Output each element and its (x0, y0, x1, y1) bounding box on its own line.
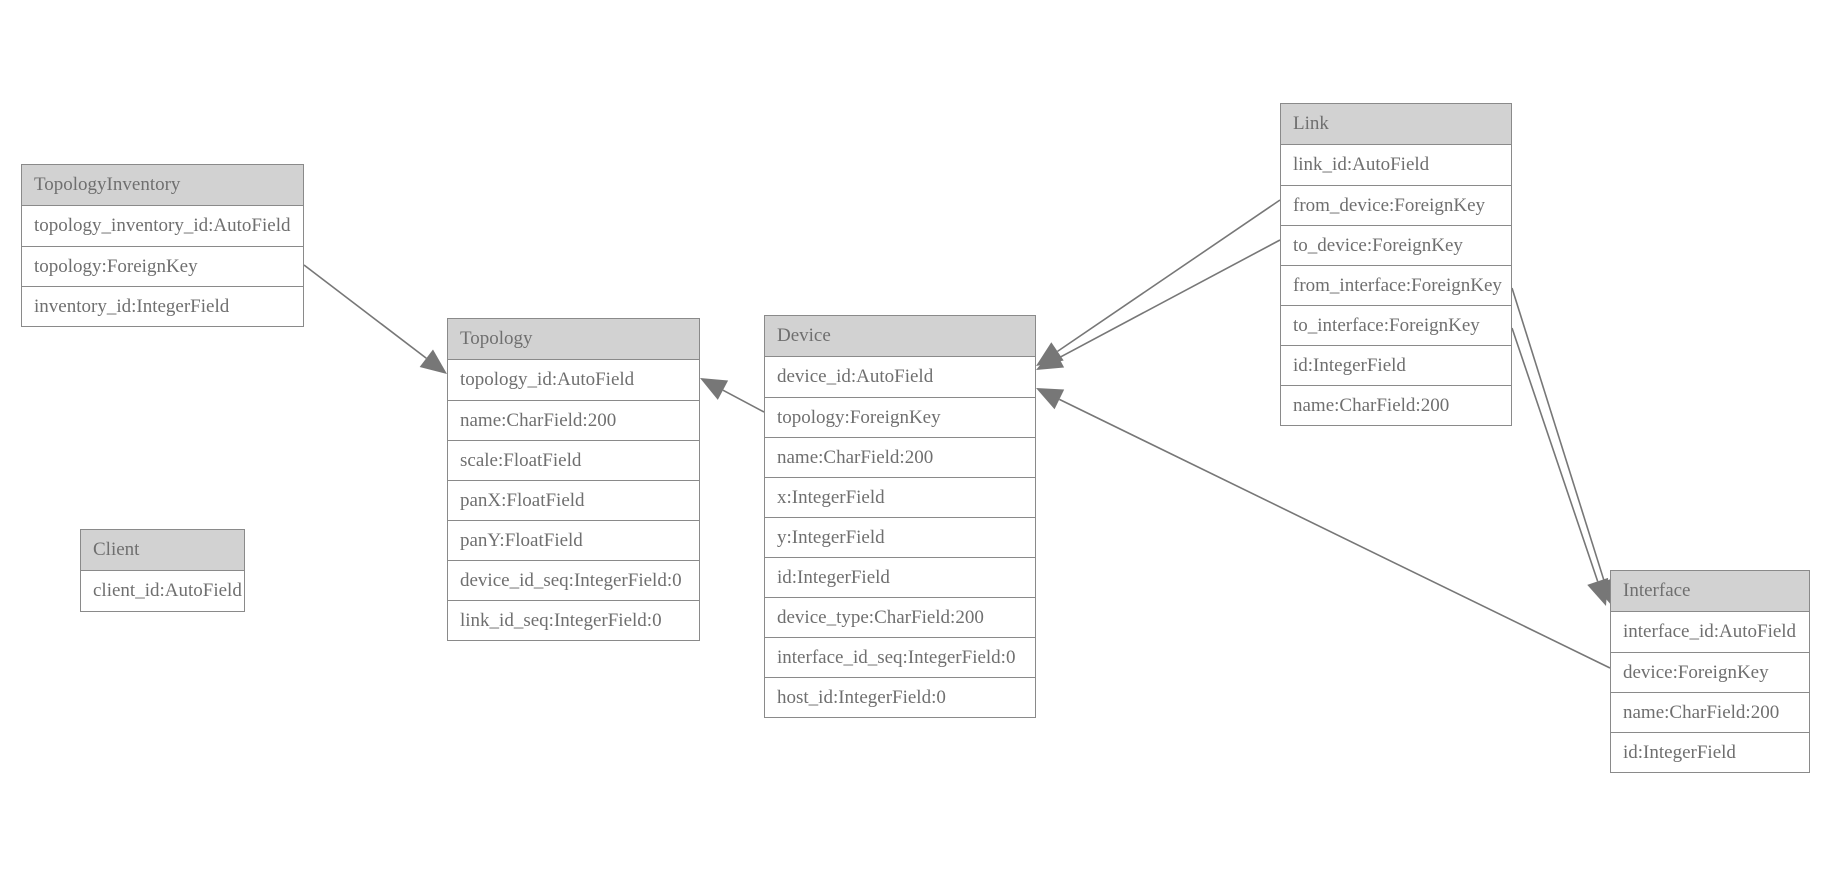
entity-field: device_id:AutoField (777, 366, 934, 387)
entity-field: host_id:IntegerField:0 (765, 677, 1035, 717)
entity-field: link_id_seq:IntegerField:0 (448, 600, 699, 640)
entity-field: device:ForeignKey (1611, 652, 1809, 692)
entity-field: name:CharField:200 (448, 400, 699, 440)
entity-field: topology_id:AutoField (460, 369, 635, 390)
entity-box-topology[interactable]: Topology topology_id:AutoField name:CharFi… (447, 318, 700, 641)
relationship-line (722, 389, 765, 413)
entity-field: scale:FloatField (448, 440, 699, 480)
entity-field: inventory_id:IntegerField (22, 286, 303, 326)
relationship-line (303, 264, 427, 359)
relationship-link_to_device_to_device (1036, 239, 1281, 370)
relationship-arrowhead (1036, 342, 1064, 366)
entity-field: to_interface:ForeignKey (1281, 305, 1511, 345)
relationship-line (1057, 199, 1281, 353)
entity-title-link: Link (1281, 104, 1511, 145)
entity-box-device[interactable]: Device device_id:AutoField topology:Foreig… (764, 315, 1036, 718)
relationship-topology_inventory_to_topology (303, 264, 447, 374)
relationship-line (1511, 287, 1605, 582)
entity-field: topology:ForeignKey (765, 397, 1035, 437)
entity-field-list: topology_inventory_id:AutoField topology:… (22, 206, 303, 326)
entity-field: from_interface:ForeignKey (1281, 265, 1511, 305)
entity-field: id:IntegerField (1611, 732, 1809, 772)
relationship-arrowhead (419, 349, 447, 374)
entity-field-list: client_id:AutoField (81, 571, 244, 611)
relationship-line (1059, 398, 1611, 669)
relationship-line (1511, 327, 1599, 582)
entity-field: id:IntegerField (765, 557, 1035, 597)
relationship-device_to_topology (700, 378, 765, 413)
entity-title-client: Client (81, 530, 244, 571)
entity-field: client_id:AutoField (93, 580, 242, 601)
entity-box-link[interactable]: Link link_id:AutoField from_device:Foreign… (1280, 103, 1512, 426)
entity-field: x:IntegerField (765, 477, 1035, 517)
entity-field: from_device:ForeignKey (1281, 185, 1511, 225)
relationship-arrowhead (1587, 577, 1609, 606)
entity-title-topology: Topology (448, 319, 699, 360)
entity-field: device_id_seq:IntegerField:0 (448, 560, 699, 600)
entity-field: name:CharField:200 (765, 437, 1035, 477)
entity-box-interface[interactable]: Interface interface_id:AutoField device:Fo… (1610, 570, 1810, 773)
entity-field: name:CharField:200 (1611, 692, 1809, 732)
entity-field: panY:FloatField (448, 520, 699, 560)
relationship-arrowhead (1036, 388, 1065, 410)
entity-title-interface: Interface (1611, 571, 1809, 612)
relationship-interface_device_to_device (1036, 388, 1611, 669)
entity-field: device_type:CharField:200 (765, 597, 1035, 637)
entity-field: topology:ForeignKey (22, 246, 303, 286)
relationship-line (1058, 239, 1281, 359)
entity-field: to_device:ForeignKey (1281, 225, 1511, 265)
entity-field: interface_id_seq:IntegerField:0 (765, 637, 1035, 677)
entity-field: panX:FloatField (448, 480, 699, 520)
entity-box-client[interactable]: Client client_id:AutoField (80, 529, 245, 612)
entity-field: id:IntegerField (1281, 345, 1511, 385)
entity-field: y:IntegerField (765, 517, 1035, 557)
entity-field: name:CharField:200 (1281, 385, 1511, 425)
relationship-arrowhead (700, 378, 729, 400)
relationship-link_from_device_to_device (1036, 199, 1281, 366)
entity-title-device: Device (765, 316, 1035, 357)
entity-field: topology_inventory_id:AutoField (34, 215, 291, 236)
entity-field: link_id:AutoField (1293, 154, 1430, 175)
entity-title-topology_inventory: TopologyInventory (22, 165, 303, 206)
relationship-link_from_interface_to_interface (1511, 287, 1615, 606)
entity-field: interface_id:AutoField (1623, 621, 1797, 642)
relationship-link_to_interface_to_interface (1511, 327, 1609, 606)
relationship-arrowhead (1036, 348, 1065, 370)
